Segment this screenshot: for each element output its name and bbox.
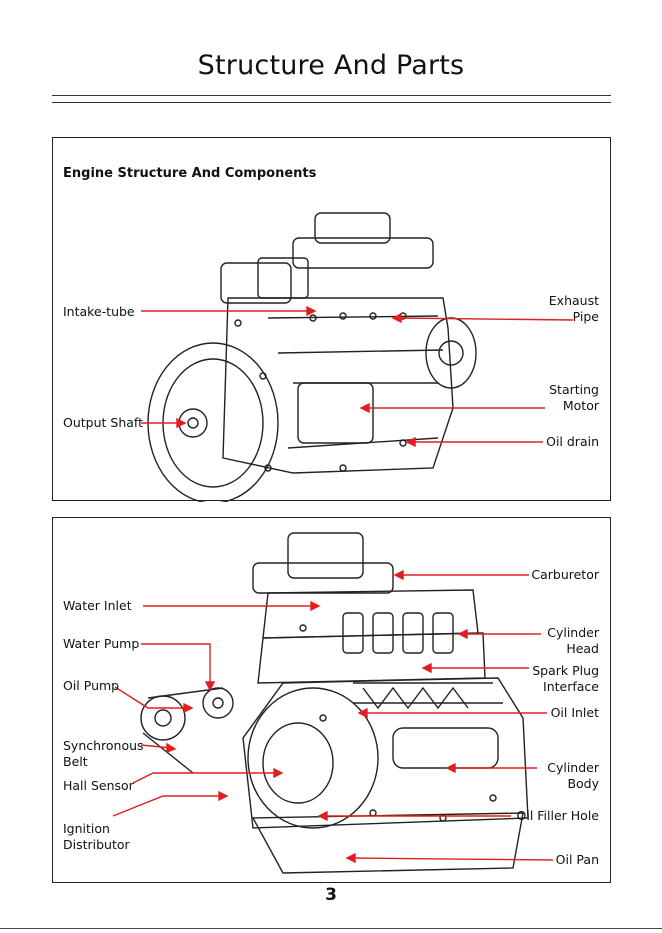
cylinder-head-label: Cylinder Head bbox=[547, 625, 599, 657]
page-title: Structure And Parts bbox=[0, 50, 662, 81]
page-bottom-rule bbox=[0, 928, 662, 929]
cylinder-head-line1: Cylinder bbox=[547, 625, 599, 640]
water-pump-label: Water Pump bbox=[63, 636, 139, 652]
starting-motor-label: Starting Motor bbox=[549, 382, 599, 414]
output-shaft-label: Output Shaft bbox=[63, 415, 143, 431]
cylinder-body-label: Cylinder Body bbox=[547, 760, 599, 792]
engine-structure-panel: Engine Structure And Components Intake-t… bbox=[52, 137, 611, 501]
ignition-distributor-label: Ignition Distributor bbox=[63, 821, 130, 853]
carburetor-label: Carburetor bbox=[531, 567, 599, 583]
spark-plug-line1: Spark Plug bbox=[532, 663, 599, 678]
exhaust-pipe-label: Exhaust Pipe bbox=[549, 293, 599, 325]
engine-side-illustration bbox=[53, 138, 612, 502]
water-inlet-label: Water Inlet bbox=[63, 598, 132, 614]
cylinder-body-line2: Body bbox=[567, 776, 599, 791]
panel-heading: Engine Structure And Components bbox=[63, 166, 316, 181]
ignition-distributor-line1: Ignition bbox=[63, 821, 110, 836]
engine-front-illustration bbox=[53, 518, 612, 884]
synchronous-belt-label: Synchronous Belt bbox=[63, 738, 144, 770]
oil-inlet-label: Oil Inlet bbox=[551, 705, 599, 721]
page-number: 3 bbox=[0, 885, 662, 905]
synchronous-belt-line2: Belt bbox=[63, 754, 88, 769]
title-rule-bottom bbox=[52, 102, 611, 103]
engine-front-panel: Water Inlet Water Pump Oil Pump Synchron… bbox=[52, 517, 611, 883]
starting-motor-line2: Motor bbox=[563, 398, 599, 413]
cylinder-head-line2: Head bbox=[566, 641, 599, 656]
exhaust-pipe-line2: Pipe bbox=[573, 309, 599, 324]
spark-plug-interface-label: Spark Plug Interface bbox=[532, 663, 599, 695]
cylinder-body-line1: Cylinder bbox=[547, 760, 599, 775]
oil-drain-label: Oil drain bbox=[546, 434, 599, 450]
title-rule-top bbox=[52, 95, 611, 96]
ignition-distributor-line2: Distributor bbox=[63, 837, 130, 852]
spark-plug-line2: Interface bbox=[543, 679, 599, 694]
oil-filler-hole-label: Oil Filler Hole bbox=[517, 808, 599, 824]
hall-sensor-label: Hall Sensor bbox=[63, 778, 134, 794]
exhaust-pipe-line1: Exhaust bbox=[549, 293, 599, 308]
oil-pan-label: Oil Pan bbox=[556, 852, 599, 868]
synchronous-belt-line1: Synchronous bbox=[63, 738, 144, 753]
intake-tube-label: Intake-tube bbox=[63, 304, 135, 320]
oil-pump-label: Oil Pump bbox=[63, 678, 119, 694]
starting-motor-line1: Starting bbox=[549, 382, 599, 397]
